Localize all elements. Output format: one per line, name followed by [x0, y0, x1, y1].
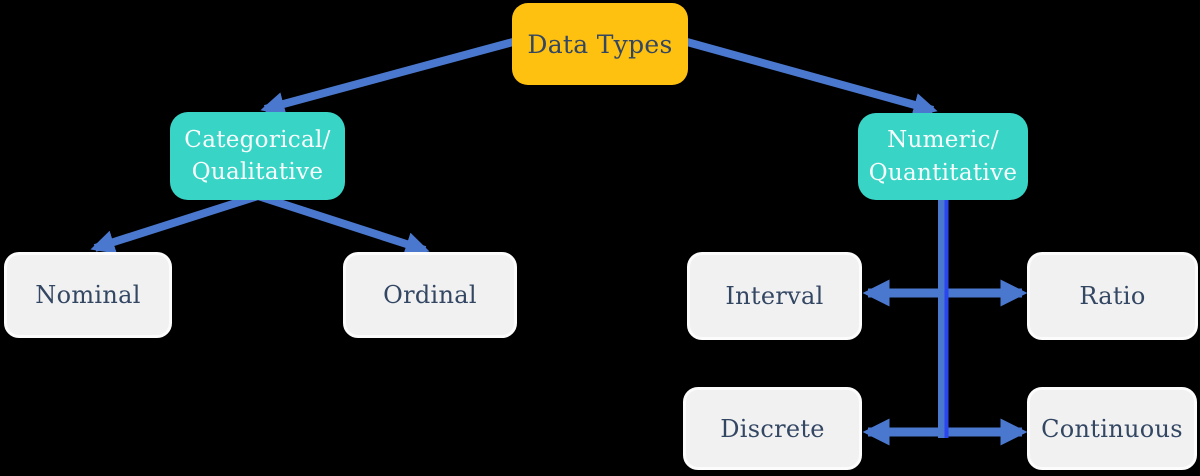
edge-categorical-to-ordinal [256, 192, 430, 256]
node-data-types-label: Data Types [527, 29, 673, 59]
edge-root-to-numeric [685, 38, 938, 117]
node-nominal: Nominal [4, 252, 172, 338]
node-categorical-qualitative: Categorical/ Qualitative [170, 112, 345, 200]
node-discrete: Discrete [683, 387, 862, 470]
node-ordinal-label: Ordinal [383, 281, 477, 309]
node-categorical-label-line1: Categorical/ [184, 126, 331, 153]
node-interval-label: Interval [725, 282, 824, 310]
node-numeric-label-line1: Numeric/ [887, 127, 999, 154]
node-discrete-label: Discrete [720, 414, 825, 443]
edge-root-to-categorical [260, 38, 515, 116]
edge-categorical-to-nominal [90, 192, 260, 254]
node-nominal-label: Nominal [35, 281, 141, 309]
node-interval: Interval [687, 252, 862, 340]
node-numeric-label-line2: Quantitative [868, 159, 1018, 186]
node-continuous: Continuous [1027, 387, 1197, 470]
node-ratio-label: Ratio [1079, 282, 1146, 310]
node-ratio: Ratio [1027, 252, 1198, 340]
node-numeric-quantitative: Numeric/ Quantitative [858, 113, 1028, 200]
node-data-types: Data Types [512, 3, 688, 85]
node-continuous-label: Continuous [1041, 414, 1183, 443]
node-ordinal: Ordinal [343, 252, 517, 338]
node-categorical-label-line2: Qualitative [191, 159, 324, 185]
